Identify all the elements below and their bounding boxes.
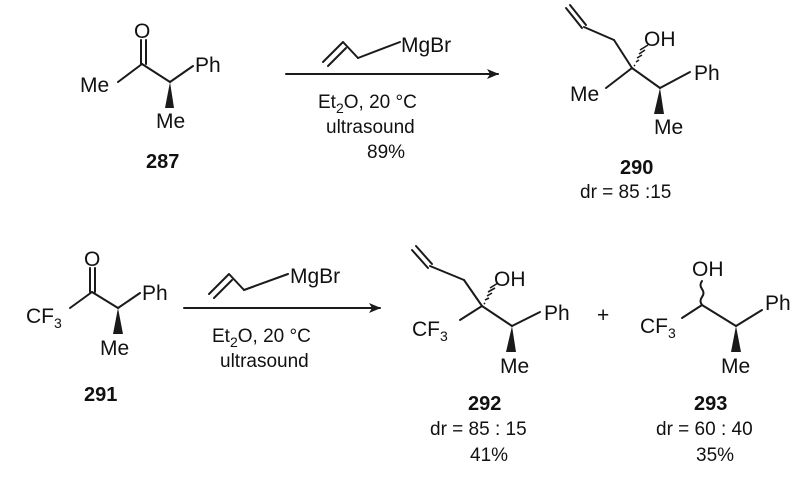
diastereomeric-ratio-290: dr = 85 :15 — [580, 182, 671, 203]
hydroxyl-label: OH — [692, 258, 724, 281]
diastereomeric-ratio-293: dr = 60 : 40 — [656, 419, 753, 440]
methyl-bottom-label: Me — [721, 355, 750, 378]
wavy-bond-oh — [699, 280, 705, 306]
phenyl-label: Ph — [142, 282, 168, 305]
allyl-group — [208, 273, 245, 295]
compound-number-287: 287 — [146, 151, 179, 173]
bond-cf3-co — [69, 291, 93, 309]
conditions-ultrasound: ultrasound — [326, 117, 415, 138]
bond-ch-ph — [511, 311, 541, 327]
bond-ch-ph — [735, 309, 763, 327]
vinyl-double-1 — [565, 7, 583, 29]
hashed-bond-oh — [633, 44, 649, 67]
vinyl-double-2 — [415, 245, 433, 265]
phenyl-label: Ph — [195, 54, 221, 77]
yield-label: 89% — [367, 142, 405, 163]
allyl-group — [322, 41, 359, 63]
compound-number-291: 291 — [84, 384, 117, 406]
methyl-label: Me — [80, 74, 109, 97]
wedge-bond-me-293 — [731, 326, 741, 352]
bond-ch-ph — [659, 71, 691, 89]
allyl-double-bond — [213, 279, 233, 299]
grignard-reagent-label: MgBr — [290, 265, 340, 288]
plus-sign: + — [597, 304, 609, 327]
compound-287: O Me Ph Me 287 — [80, 20, 221, 173]
diastereomeric-ratio-292: dr = 85 : 15 — [430, 419, 527, 440]
bond-co-ch — [91, 291, 119, 309]
reaction-arrow-2: MgBr Et2O, 20 °C ultrasound — [183, 265, 381, 372]
allyl-to-mg-bond — [243, 273, 289, 291]
methyl-bottom-label: Me — [654, 116, 683, 139]
bond-c-ch — [631, 67, 661, 89]
vinyl-double-2 — [569, 4, 587, 26]
compound-number-292: 292 — [468, 393, 501, 415]
bond-co-ch — [141, 63, 171, 83]
bond-me-co — [117, 63, 143, 83]
hydroxyl-label: OH — [644, 28, 676, 51]
compound-292: OH CF3 Ph Me 292 dr = 85 : 15 41% — [411, 245, 570, 466]
bond-c-cf3 — [459, 305, 483, 321]
methyl-bottom-label: Me — [500, 355, 529, 378]
bond-ch2-c — [613, 39, 633, 69]
bond-vinyl-ch2 — [583, 26, 615, 41]
phenyl-label: Ph — [544, 302, 570, 325]
bond-cf3-ch — [681, 304, 703, 319]
bond-ch-ph — [169, 65, 194, 83]
compound-291: O CF3 Ph Me 291 — [26, 248, 168, 406]
bond-c-me — [605, 67, 633, 89]
methyl-bottom-label: Me — [156, 110, 185, 133]
grignard-reagent-label: MgBr — [401, 34, 451, 57]
trifluoromethyl-label: CF3 — [26, 305, 62, 331]
compound-293: OH CF3 Ph Me 293 dr = 60 : 40 35% — [640, 258, 791, 466]
phenyl-label: Ph — [765, 292, 791, 315]
compound-number-293: 293 — [694, 393, 727, 415]
conditions-solvent: Et2O, 20 °C — [318, 92, 417, 116]
wedge-bond-me — [165, 82, 174, 108]
vinyl-double-1 — [411, 249, 429, 269]
bond-vinyl-ch2 — [429, 265, 465, 281]
yield-293: 35% — [696, 445, 734, 466]
phenyl-label: Ph — [694, 62, 720, 85]
bond-choh-ch — [701, 304, 737, 327]
wedge-bond-me-292 — [506, 326, 516, 352]
trifluoromethyl-label: CF3 — [412, 318, 448, 344]
oxygen-label: O — [134, 20, 150, 43]
compound-number-290: 290 — [620, 157, 653, 179]
wedge-bond-me-291 — [113, 308, 123, 334]
trifluoromethyl-label: CF3 — [640, 315, 676, 341]
yield-292: 41% — [470, 445, 508, 466]
reaction-arrow-1: MgBr Et2O, 20 °C ultrasound 89% — [285, 34, 499, 163]
hashed-bond-oh — [483, 282, 499, 305]
bond-c-ch — [481, 305, 513, 327]
wedge-bond-me-290 — [654, 88, 664, 114]
oxygen-label: O — [84, 248, 100, 271]
hydroxyl-label: OH — [494, 268, 526, 291]
allyl-double-bond — [327, 47, 347, 67]
methyl-label: Me — [570, 83, 599, 106]
allyl-to-mg-bond — [357, 41, 401, 59]
conditions-solvent: Et2O, 20 °C — [212, 326, 311, 350]
conditions-ultrasound: ultrasound — [220, 351, 309, 372]
compound-290: OH Me Ph Me 290 dr = 85 :15 — [565, 4, 720, 203]
methyl-bottom-label: Me — [100, 337, 129, 360]
bond-ch-ph — [117, 292, 141, 309]
bond-ch2-c — [463, 279, 483, 307]
